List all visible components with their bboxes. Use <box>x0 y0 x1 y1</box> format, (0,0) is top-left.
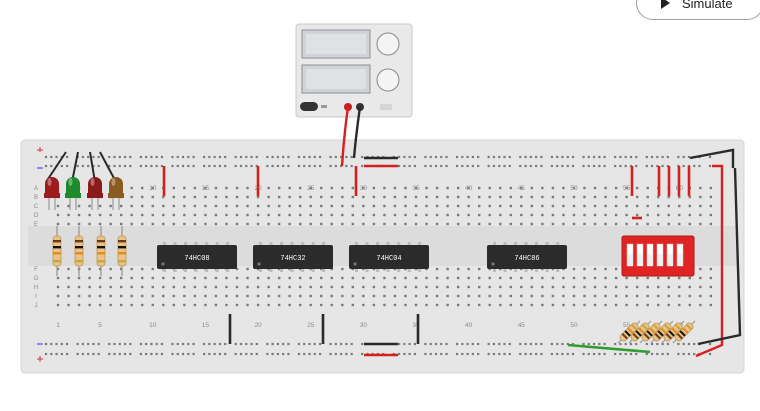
resistor[interactable] <box>617 320 641 344</box>
row-number: 10 <box>149 185 157 192</box>
row-letter: I <box>35 294 37 300</box>
chip-label: 74HC08 <box>184 255 209 263</box>
row-number: 15 <box>202 322 210 329</box>
play-icon <box>661 0 670 9</box>
chip-label: 74HC86 <box>514 255 539 263</box>
row-number: 35 <box>412 322 420 329</box>
row-number: 45 <box>518 322 526 329</box>
ic-chip[interactable]: 74HC86 <box>487 242 567 272</box>
row-number: 1 <box>56 322 60 329</box>
power-switch[interactable] <box>300 102 318 111</box>
row-number: 45 <box>518 185 526 192</box>
resistor[interactable] <box>672 320 696 344</box>
dip-switch[interactable] <box>621 235 695 277</box>
row-letter: F <box>34 267 38 273</box>
row-number: 15 <box>202 185 210 192</box>
row-number: 30 <box>360 322 368 329</box>
resistor[interactable] <box>650 320 674 344</box>
row-letter: H <box>34 285 38 291</box>
led[interactable] <box>108 177 124 210</box>
row-number: 55 <box>623 322 631 329</box>
voltage-knob-icon[interactable] <box>376 32 400 56</box>
chip-label: 74HC04 <box>376 255 401 263</box>
row-letter: J <box>35 303 38 309</box>
row-letter: G <box>34 276 39 282</box>
row-number: 20 <box>254 322 262 329</box>
row-number: 30 <box>360 185 368 192</box>
resistors-left[interactable] <box>52 226 127 276</box>
row-letter: A <box>34 186 38 192</box>
row-number: 55 <box>623 185 631 192</box>
ic-chip[interactable]: 74HC04 <box>349 242 429 272</box>
power-supply[interactable] <box>295 23 413 118</box>
resistor[interactable] <box>628 320 652 344</box>
ic-chip[interactable]: 74HC32 <box>253 242 333 272</box>
leds[interactable] <box>44 177 124 210</box>
row-number: 35 <box>412 185 420 192</box>
row-number: 50 <box>570 185 578 192</box>
row-letter: E <box>34 222 38 228</box>
row-number: 5 <box>98 322 102 329</box>
row-number: 25 <box>307 185 315 192</box>
row-letter: B <box>34 195 38 201</box>
wires[interactable] <box>45 106 742 358</box>
current-knob-icon[interactable] <box>376 68 400 92</box>
resistor[interactable] <box>52 226 62 276</box>
resistors-right[interactable] <box>617 320 696 344</box>
ic-chip[interactable]: 74HC08 <box>157 242 237 272</box>
led[interactable] <box>44 177 60 210</box>
ic-chips[interactable]: 74HC08 74HC32 74HC04 74HC86 <box>157 242 567 272</box>
led[interactable] <box>87 177 103 210</box>
row-letter: C <box>34 204 39 210</box>
resistor[interactable] <box>96 226 106 276</box>
row-number: 50 <box>570 322 578 329</box>
chip-label: 74HC32 <box>280 255 305 263</box>
resistor[interactable] <box>74 226 84 276</box>
row-number: 10 <box>149 322 157 329</box>
resistor[interactable] <box>639 320 663 344</box>
simulate-label: Simulate <box>682 0 733 11</box>
resistor[interactable] <box>117 226 127 276</box>
led[interactable] <box>65 177 81 210</box>
row-number: 40 <box>465 185 473 192</box>
resistor[interactable] <box>661 320 685 344</box>
row-number: 25 <box>307 322 315 329</box>
row-letter: D <box>34 213 39 219</box>
row-number: 40 <box>465 322 473 329</box>
